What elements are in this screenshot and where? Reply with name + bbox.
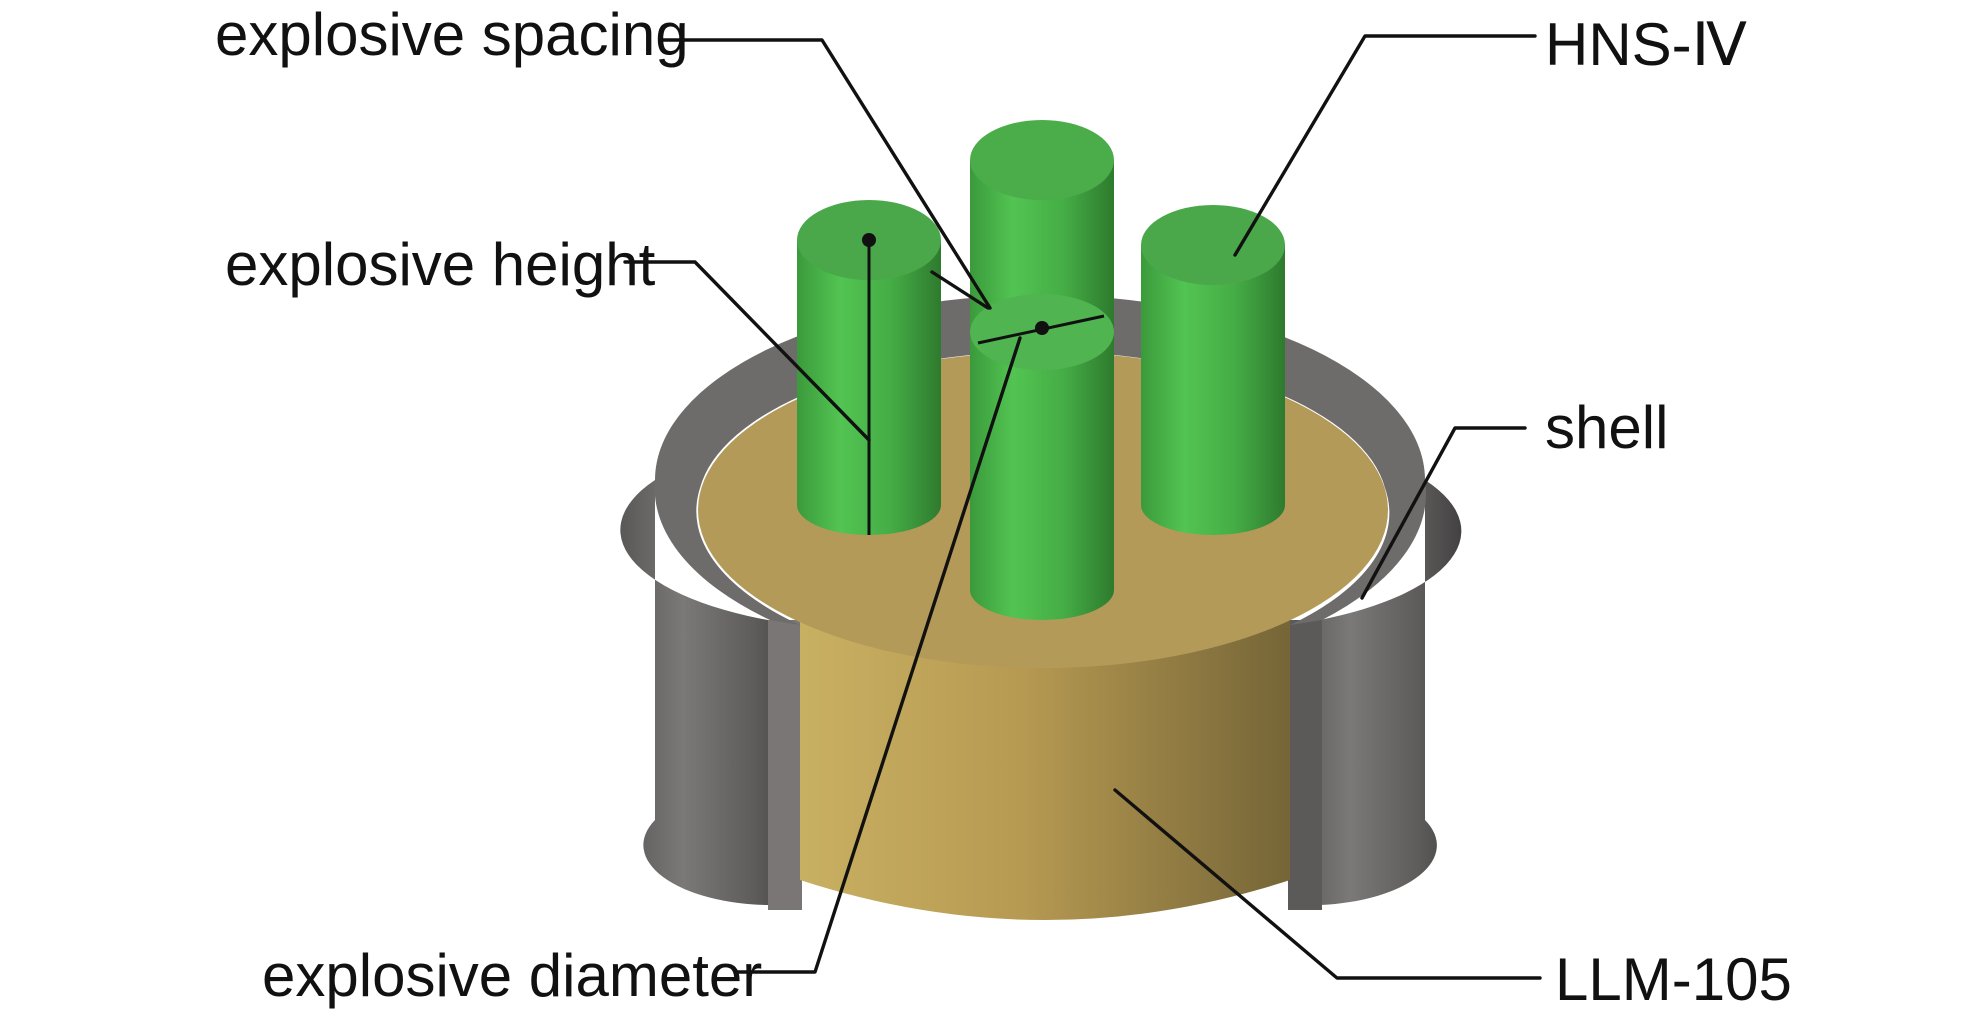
shell-cut-face-left — [768, 620, 802, 910]
diameter-dimension-dot — [1035, 321, 1049, 335]
label-explosive-diameter: explosive diameter — [262, 942, 762, 1009]
label-shell: shell — [1545, 394, 1668, 461]
leader-spacing-tick — [930, 270, 990, 310]
explosive-column-front — [970, 294, 1114, 620]
leader-hns — [1233, 34, 1537, 257]
leader-shell — [1360, 426, 1527, 600]
shell-right-wall — [1290, 480, 1462, 905]
label-llm105: LLM-105 — [1555, 946, 1792, 1013]
leader-explosive-diameter — [733, 336, 1022, 974]
leader-llm105 — [1113, 788, 1542, 980]
label-explosive-height: explosive height — [225, 231, 656, 298]
label-hns: HNS-Ⅳ — [1545, 11, 1747, 78]
leader-explosive-height — [623, 260, 871, 442]
leader-explosive-spacing — [658, 38, 992, 310]
height-dimension-dot — [862, 233, 876, 247]
shell-left-wall — [620, 480, 800, 905]
shell-cut-face-right — [1288, 620, 1322, 910]
label-explosive-spacing: explosive spacing — [215, 1, 689, 68]
explosive-column-right — [1141, 205, 1285, 535]
